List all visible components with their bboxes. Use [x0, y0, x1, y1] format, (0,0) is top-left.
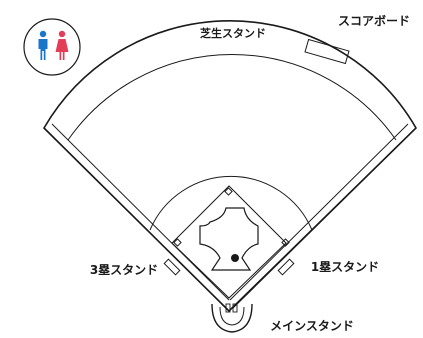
- right-foul-line-outer: [232, 127, 417, 309]
- third-base: [173, 238, 182, 247]
- warning-track-line: [67, 54, 397, 141]
- first-base: [281, 238, 290, 247]
- outer-fence: [42, 20, 418, 313]
- first-base-dugout: [277, 258, 295, 276]
- first-base-stand-label: 1塁スタンド: [311, 260, 379, 274]
- batters-box-left: [225, 303, 231, 313]
- left-foul-line-inner: [51, 123, 230, 301]
- scoreboard: [304, 38, 350, 65]
- third-base-dugout: [163, 258, 181, 276]
- infield-dirt: [199, 207, 259, 271]
- scoreboard-label: スコアボード: [338, 13, 410, 28]
- second-base: [224, 187, 233, 196]
- base-paths: [171, 185, 287, 299]
- infield-arc: [149, 175, 313, 231]
- right-foul-line-inner: [229, 123, 409, 301]
- main-stand-label: メインスタンド: [270, 319, 354, 333]
- left-foul-line-outer: [43, 127, 227, 309]
- lawn-stand-label: 芝生スタンド: [200, 26, 266, 40]
- pitchers-mound: [231, 254, 239, 262]
- main-stand: [211, 303, 253, 333]
- batters-box-right: [232, 303, 238, 313]
- female-icon: [55, 30, 69, 60]
- restroom-icon: [23, 18, 81, 76]
- third-base-stand-label: 3塁スタンド: [90, 263, 158, 277]
- main-stand-inner: [219, 306, 245, 326]
- male-icon: [38, 30, 48, 60]
